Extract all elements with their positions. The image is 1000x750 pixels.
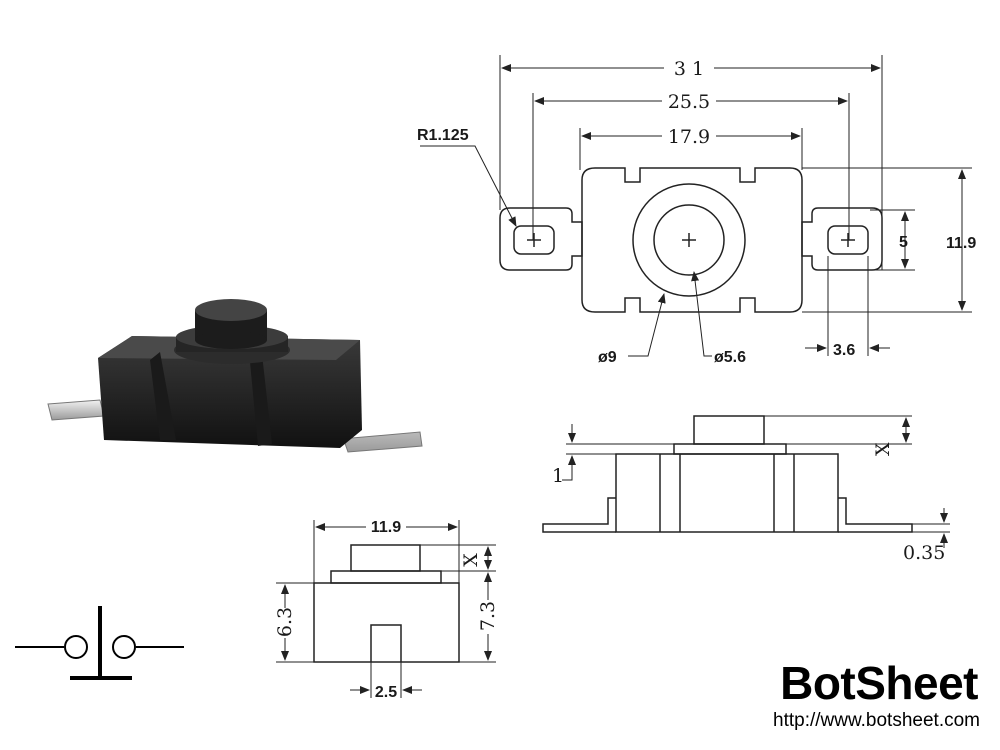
dim-slot-width: 2.5: [375, 684, 397, 701]
dim-front-body-height: 6.3: [274, 607, 296, 637]
dim-pad-radius: R1.125: [417, 127, 469, 144]
top-view: [420, 55, 972, 357]
dim-pin-spacing: 25.5: [668, 91, 710, 113]
dim-slot-height: 5: [899, 234, 908, 251]
side-view: [542, 415, 950, 548]
brand-logo: BotSheet: [780, 657, 978, 709]
dim-front-plunger: X: [460, 553, 482, 567]
dim-body-width: 17.9: [668, 126, 710, 148]
dim-collar: 1: [552, 465, 564, 487]
dim-side-plunger: X: [872, 442, 894, 456]
dim-body-height: 11.9: [946, 235, 976, 252]
brand-url[interactable]: http://www.botsheet.com: [773, 710, 980, 731]
switch-symbol: [15, 606, 184, 680]
dim-terminal-thickness: 0.35: [903, 542, 945, 564]
switch-photo: [47, 299, 423, 453]
dim-overall-width: 3 1: [674, 58, 704, 80]
front-view: [276, 520, 496, 698]
dim-pad-width: 3.6: [833, 342, 855, 359]
dim-outer-diameter: ø9: [598, 349, 617, 366]
dimension-labels: 3 1 25.5 17.9 R1.125 5 11.9 ø9 ø5.6 3.6 …: [274, 58, 976, 701]
dim-front-total-height: 7.3: [477, 601, 499, 631]
dim-inner-diameter: ø5.6: [714, 349, 746, 366]
dim-front-width: 11.9: [371, 519, 401, 536]
